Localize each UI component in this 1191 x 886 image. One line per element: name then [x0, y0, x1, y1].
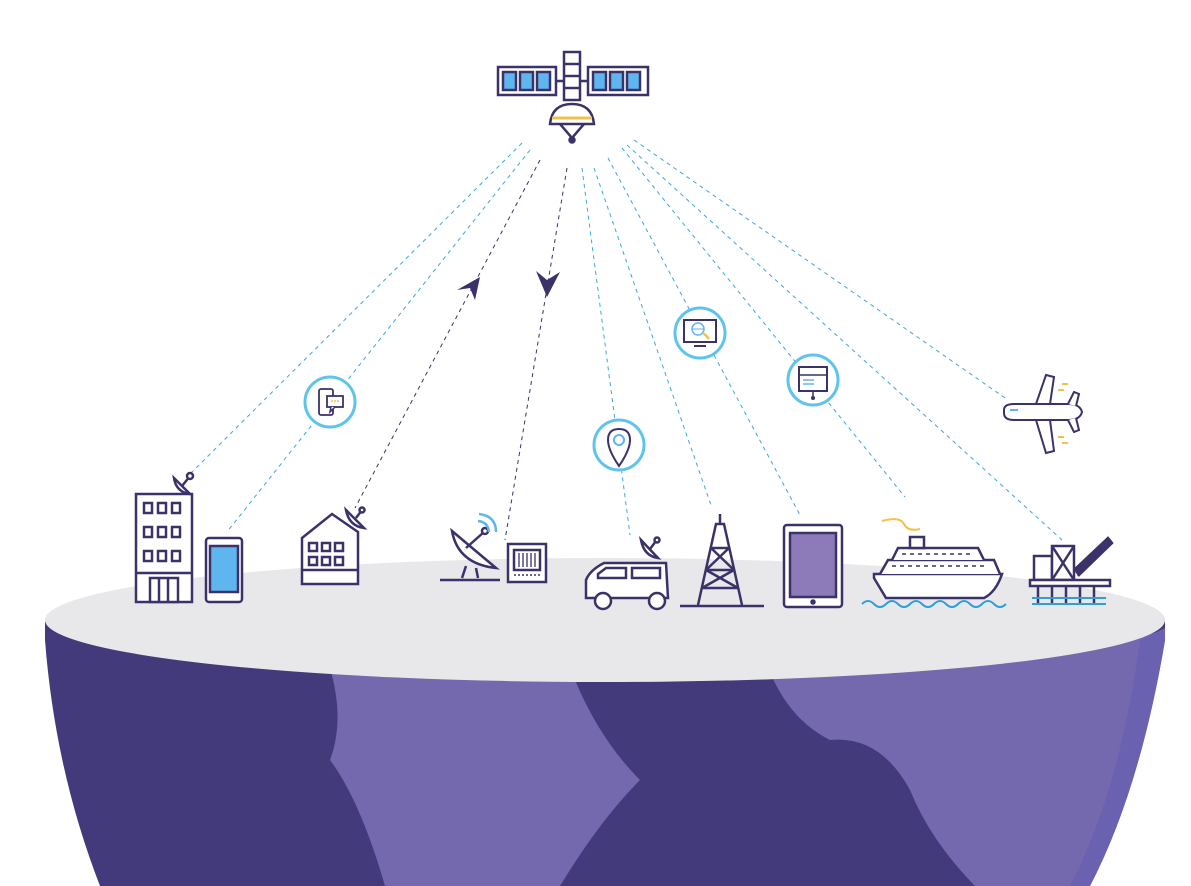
link-platform [626, 144, 1063, 541]
link-ship [621, 147, 906, 498]
link-house-uplink [354, 159, 541, 509]
globe-edge-shade [1070, 628, 1165, 886]
link-office [187, 142, 523, 477]
continent-east [770, 630, 1165, 886]
tablet-icon [782, 523, 844, 609]
link-van [581, 167, 631, 536]
server-icon [786, 353, 840, 407]
cruise-ship-icon [861, 518, 1007, 608]
link-airplane [633, 139, 1009, 401]
modem-icon [506, 542, 548, 584]
web-browser-icon [673, 306, 727, 360]
continent-west [330, 668, 640, 886]
link-tower [593, 167, 713, 509]
cell-tower-icon [680, 514, 764, 608]
signal-links [187, 139, 1063, 541]
location-pin-icon [592, 418, 646, 472]
offshore-platform-icon [1028, 536, 1114, 605]
airplane-icon [1003, 373, 1084, 455]
uplink-arrow-icon [457, 277, 480, 300]
link-smartphone [226, 149, 531, 533]
office-building-with-dish-icon [134, 471, 195, 604]
satellite-icon [496, 50, 650, 144]
globe [45, 558, 1165, 886]
broadcast-van-icon [584, 536, 670, 611]
mobile-messaging-icon [303, 375, 357, 429]
smartphone-icon [204, 536, 244, 604]
link-groundstation-downlink [504, 167, 568, 541]
house-with-dish-icon [300, 506, 368, 586]
downlink-arrow-icon [536, 271, 560, 297]
ground-station-dish-icon [440, 512, 500, 582]
